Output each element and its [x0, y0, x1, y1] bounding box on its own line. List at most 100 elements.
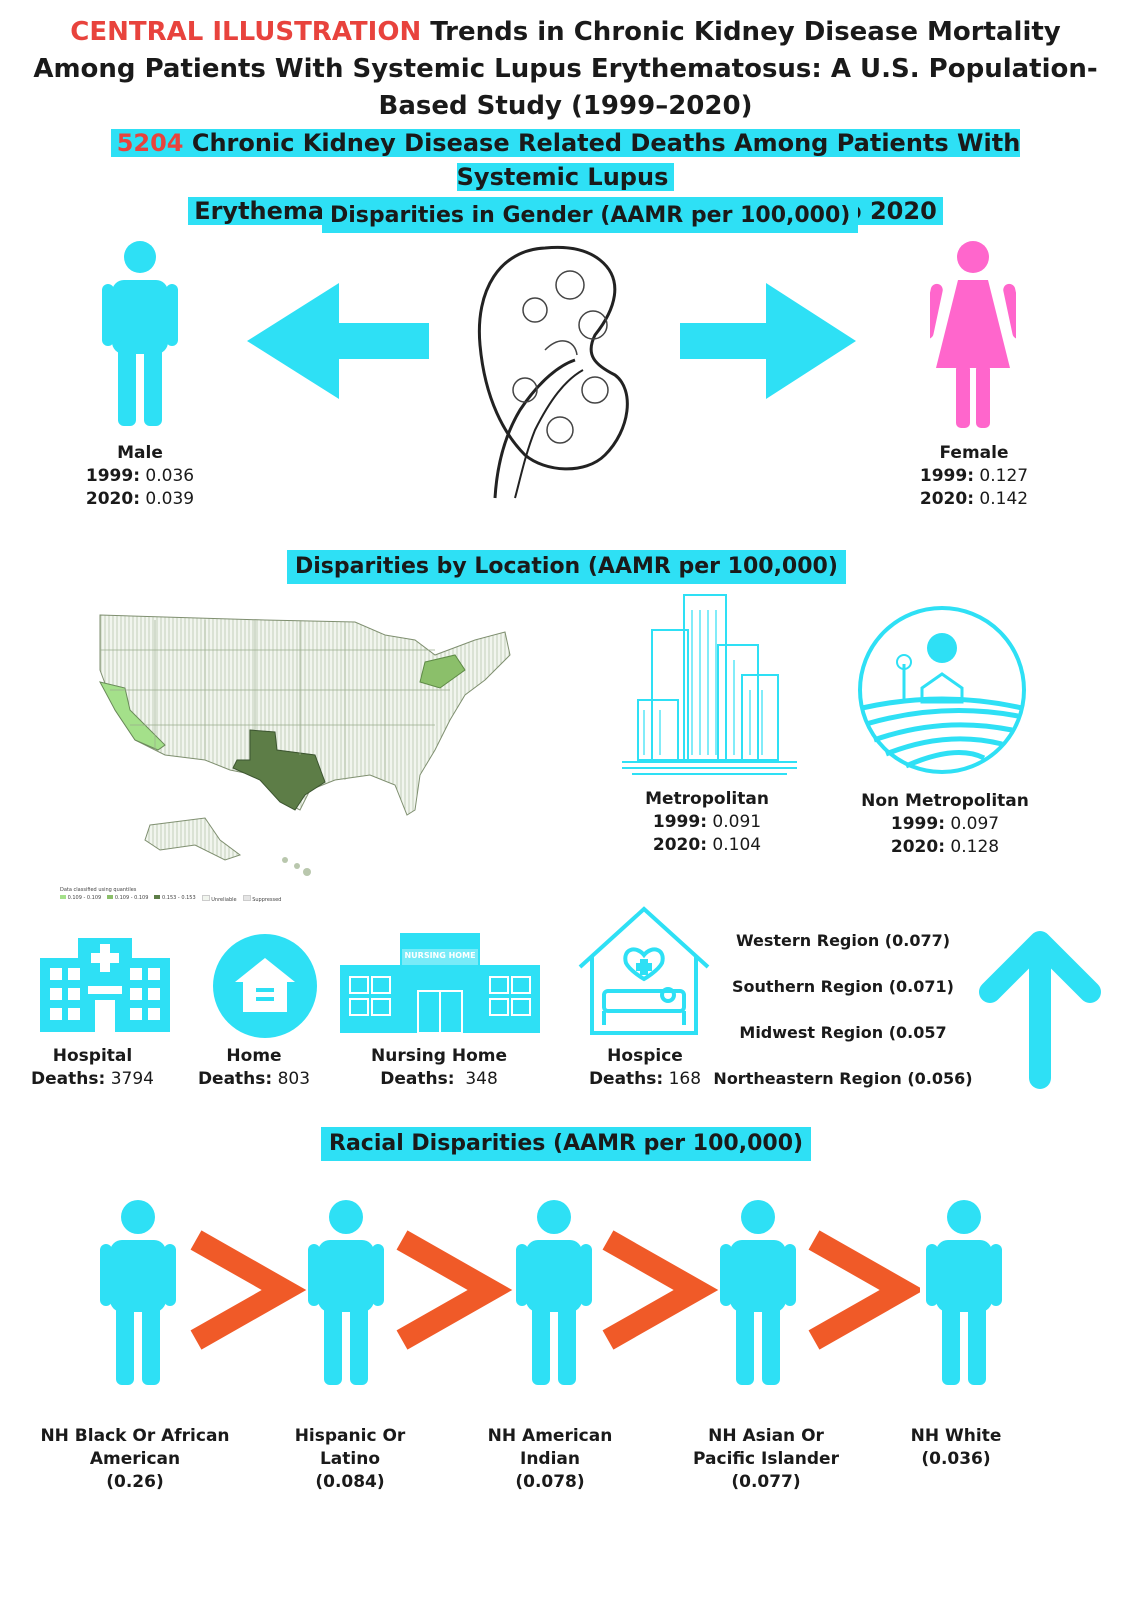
- hospice-deaths-value: 168: [668, 1069, 702, 1089]
- deaths-banner-line1: 5204 Chronic Kidney Disease Related Deat…: [110, 129, 1021, 191]
- city-buildings-icon: [622, 594, 797, 775]
- greater-than-icon-4: [808, 1230, 920, 1350]
- arrow-left-icon: [247, 283, 429, 399]
- person-icon-hispanic: [308, 1200, 384, 1385]
- race-heading: Racial Disparities (AAMR per 100,000): [321, 1127, 812, 1161]
- hospital-caption: Hospital Deaths: 3794: [30, 1045, 155, 1091]
- hospital-label: Hospital: [52, 1046, 133, 1066]
- kidney-icon: [477, 245, 629, 499]
- region-western: Western Region (0.077): [735, 931, 951, 950]
- race-caption-black: NH Black Or African American (0.26): [40, 1425, 230, 1494]
- male-icon: [102, 241, 178, 426]
- nonmetro-caption: Non Metropolitan 1999: 0.097 2020: 0.128: [855, 790, 1035, 859]
- hospital-deaths-label: Deaths:: [31, 1069, 106, 1089]
- arrow-right-icon: [680, 283, 856, 399]
- hospice-icon: [578, 906, 710, 1035]
- person-icon-white-group: [926, 1200, 1002, 1385]
- race-caption-asian: NH Asian Or Pacific Islander (0.077): [686, 1425, 846, 1494]
- race-asian-value: (0.077): [731, 1472, 801, 1492]
- home-icon: [213, 934, 317, 1038]
- hospice-deaths-label: Deaths:: [588, 1069, 664, 1089]
- race-asian-line2: Pacific Islander: [693, 1449, 839, 1469]
- region-northeastern: Northeastern Region (0.056): [713, 1069, 973, 1088]
- page-title: CENTRAL ILLUSTRATION Trends in Chronic K…: [20, 14, 1111, 125]
- race-amind-line1: NH American: [487, 1426, 613, 1446]
- race-black-value: (0.26): [106, 1472, 164, 1492]
- metro-1999-value: 0.091: [712, 812, 762, 832]
- metro-2020-label: 2020:: [652, 835, 708, 855]
- metro-2020-value: 0.104: [712, 835, 762, 855]
- legend-item-2: 0.109 - 0.109: [107, 895, 148, 903]
- arrow-up-icon: [979, 931, 1101, 1089]
- nonmetro-2020-label: 2020:: [890, 837, 946, 857]
- nursing-home-caption: Nursing Home Deaths: 348: [368, 1045, 510, 1091]
- legend-item-5: Suppressed: [242, 895, 281, 903]
- region-midwest: Midwest Region (0.057: [739, 1023, 947, 1042]
- female-1999-value: 0.127: [979, 466, 1029, 486]
- deaths-text-1: Chronic Kidney Disease Related Deaths Am…: [191, 129, 1021, 191]
- greater-than-icon-1: [190, 1230, 307, 1350]
- home-caption: Home Deaths: 803: [195, 1045, 313, 1091]
- legend-item-3: 0.153 - 0.153: [154, 895, 196, 903]
- male-1999-label: 1999:: [85, 466, 141, 486]
- metro-label: Metropolitan: [645, 789, 769, 809]
- hospice-label: Hospice: [607, 1046, 683, 1066]
- nonmetro-label: Non Metropolitan: [861, 791, 1029, 811]
- greater-than-icon-2: [396, 1230, 513, 1350]
- female-caption: Female 1999: 0.127 2020: 0.142: [904, 442, 1044, 511]
- nursing-home-deaths-value: 348: [465, 1069, 498, 1089]
- nonmetro-1999-value: 0.097: [950, 814, 1000, 834]
- nursing-home-icon: [340, 933, 540, 1033]
- home-deaths-label: Deaths:: [197, 1069, 273, 1089]
- gender-heading: Disparities in Gender (AAMR per 100,000): [322, 199, 859, 233]
- location-heading: Disparities by Location (AAMR per 100,00…: [287, 550, 846, 584]
- home-label: Home: [226, 1046, 282, 1066]
- race-amind-line2: Indian: [520, 1449, 580, 1469]
- metro-1999-label: 1999:: [652, 812, 708, 832]
- metro-caption: Metropolitan 1999: 0.091 2020: 0.104: [627, 788, 787, 857]
- person-icon-american-indian: [516, 1200, 592, 1385]
- deaths-count: 5204: [116, 129, 184, 157]
- male-1999-value: 0.036: [145, 466, 195, 486]
- female-label: Female: [939, 443, 1009, 463]
- race-caption-american-indian: NH American Indian (0.078): [470, 1425, 630, 1494]
- race-caption-white: NH White (0.036): [896, 1425, 1016, 1471]
- hospital-icon: [40, 938, 170, 1032]
- map-legend: Data classified using quantiles 0.109 - …: [60, 887, 281, 903]
- title-text: Trends in Chronic Kidney Disease Mortali…: [33, 17, 1098, 121]
- race-hispanic-line1: Hispanic Or: [294, 1426, 406, 1446]
- map-legend-title: Data classified using quantiles: [60, 887, 137, 893]
- female-2020-label: 2020:: [919, 489, 975, 509]
- race-white-line2: (0.036): [921, 1449, 991, 1469]
- central-illustration-label: CENTRAL ILLUSTRATION: [70, 17, 422, 47]
- male-2020-value: 0.039: [145, 489, 195, 509]
- person-icon-black: [100, 1200, 176, 1385]
- home-deaths-value: 803: [277, 1069, 311, 1089]
- hospice-caption: Hospice Deaths: 168: [588, 1045, 702, 1091]
- race-white-line1: NH White: [910, 1426, 1002, 1446]
- us-map: [99, 614, 511, 876]
- greater-than-icon-3: [602, 1230, 719, 1350]
- race-amind-value: (0.078): [515, 1472, 585, 1492]
- race-black-line1: NH Black Or African: [40, 1426, 230, 1446]
- person-icon-asian: [720, 1200, 796, 1385]
- nursing-home-label: Nursing Home: [371, 1046, 507, 1066]
- race-figures: [100, 1200, 920, 1385]
- female-icon: [930, 241, 1016, 428]
- female-1999-label: 1999:: [919, 466, 975, 486]
- male-caption: Male 1999: 0.036 2020: 0.039: [70, 442, 210, 511]
- race-black-line2: American: [89, 1449, 181, 1469]
- female-2020-value: 0.142: [979, 489, 1029, 509]
- race-asian-line1: NH Asian Or: [708, 1426, 824, 1446]
- nonmetro-2020-value: 0.128: [950, 837, 1000, 857]
- male-2020-label: 2020:: [85, 489, 141, 509]
- region-southern: Southern Region (0.071): [732, 977, 954, 996]
- male-label: Male: [117, 443, 163, 463]
- nonmetro-1999-label: 1999:: [890, 814, 946, 834]
- farm-icon: [858, 606, 1026, 774]
- race-hispanic-line2: Latino: [319, 1449, 381, 1469]
- nursing-home-sign: NURSING HOME: [404, 951, 476, 960]
- legend-item-4: Unreliable: [201, 895, 237, 903]
- race-caption-hispanic: Hispanic Or Latino (0.084): [270, 1425, 430, 1494]
- nursing-home-deaths-label: Deaths:: [380, 1069, 455, 1089]
